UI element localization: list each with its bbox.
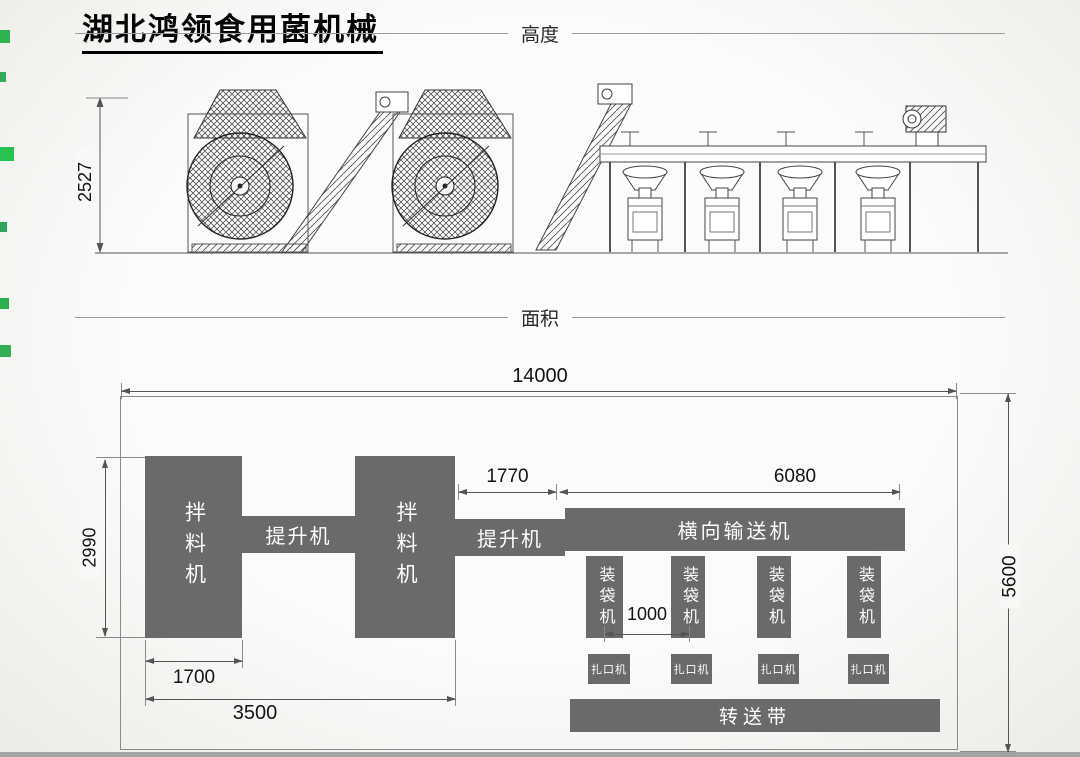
edge-mark xyxy=(0,147,14,161)
plan-outline xyxy=(120,396,958,750)
mixer-machine-elevation-2 xyxy=(391,89,514,253)
edge-mark xyxy=(0,30,10,43)
mixer-machine-2: 拌料机 xyxy=(355,456,455,638)
plan-section-label: 面积 xyxy=(521,308,560,330)
divider-line xyxy=(75,316,508,318)
bagging-machine-2: 装袋机 xyxy=(671,556,705,638)
page-title: 湖北鸿领食用菌机械 xyxy=(82,4,383,54)
extension-tick xyxy=(242,640,243,668)
elevator-2: 提升机 xyxy=(455,519,565,556)
dim-line-1000 xyxy=(604,631,690,637)
dim-label-2527: 2527 xyxy=(75,147,97,217)
dim-label-1700: 1700 xyxy=(172,667,216,688)
extension-tick xyxy=(96,637,148,638)
edge-mark xyxy=(0,72,6,82)
dim-label-1000: 1000 xyxy=(626,604,668,624)
dim-label-2990: 2990 xyxy=(79,515,101,580)
elevator-1: 提升机 xyxy=(242,516,355,553)
overhead-conveyor-elevation xyxy=(599,131,987,252)
mixer-machine-elevation-1 xyxy=(186,89,309,253)
edge-mark xyxy=(0,345,11,357)
sealing-machine-3: 扎口机 xyxy=(758,654,799,684)
dim-label-5600: 5600 xyxy=(999,544,1021,609)
bagging-station-elevation-3 xyxy=(777,165,823,253)
bagging-station-elevation-1 xyxy=(622,165,668,253)
section-divider-elevation: 高度 xyxy=(75,20,1006,46)
bagging-machine-3: 装袋机 xyxy=(757,556,791,638)
edge-mark xyxy=(0,298,9,309)
dim-line-6080 xyxy=(559,489,901,495)
elevation-drawing xyxy=(86,83,1008,254)
dim-line-2990 xyxy=(102,459,108,637)
extension-tick xyxy=(960,751,1016,752)
dim-label-3500: 3500 xyxy=(232,702,278,724)
divider-line xyxy=(572,32,1006,34)
mixer-machine-1: 拌料机 xyxy=(145,456,242,638)
elevation-section-label: 高度 xyxy=(521,24,560,46)
transfer-belt: 转送带 xyxy=(570,699,940,732)
drive-motor-elevation xyxy=(902,105,947,147)
bagging-machine-4: 装袋机 xyxy=(847,556,881,638)
edge-mark xyxy=(0,222,7,232)
divider-line xyxy=(75,32,508,34)
divider-line xyxy=(572,316,1006,318)
dim-label-1770: 1770 xyxy=(486,466,529,487)
photo-bottom-edge xyxy=(0,752,1080,757)
dim-line-3500 xyxy=(145,696,456,702)
dim-line-1700 xyxy=(145,658,243,664)
sealing-machine-2: 扎口机 xyxy=(671,654,712,684)
incline-elevator-elevation-1 xyxy=(281,91,409,253)
dim-label-14000: 14000 xyxy=(512,365,568,387)
dim-label-6080: 6080 xyxy=(773,466,817,487)
sealing-machine-1: 扎口机 xyxy=(588,654,630,684)
sealing-machine-4: 扎口机 xyxy=(848,654,889,684)
extension-tick xyxy=(96,457,148,458)
bagging-station-elevation-2 xyxy=(699,165,745,253)
section-divider-plan: 面积 xyxy=(75,304,1006,330)
extension-tick xyxy=(960,393,1016,394)
dim-line-1770 xyxy=(458,489,557,495)
dim-line-14000 xyxy=(121,388,957,394)
height-dimension-line xyxy=(86,97,128,253)
extension-tick xyxy=(455,640,456,706)
incline-elevator-elevation-2 xyxy=(535,83,633,251)
bagging-machine-1: 装袋机 xyxy=(586,556,623,638)
bagging-station-elevation-4 xyxy=(855,165,901,253)
cross-conveyor: 横向输送机 xyxy=(565,508,905,551)
extension-tick xyxy=(145,640,146,706)
